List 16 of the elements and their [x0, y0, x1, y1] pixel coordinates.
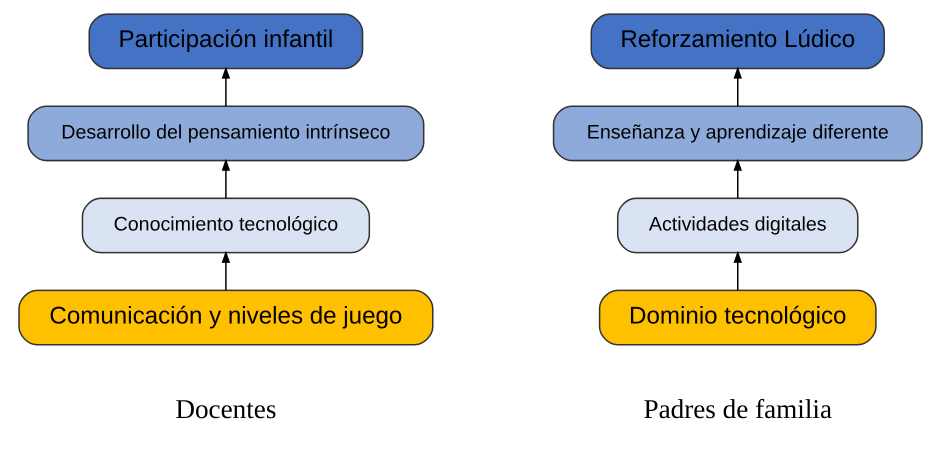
node-box: Participación infantil	[88, 13, 364, 70]
arrow	[222, 250, 230, 290]
node-box: Dominio tecnológico	[598, 290, 877, 346]
arrow	[734, 158, 742, 198]
arrow	[734, 66, 742, 106]
arrow	[222, 66, 230, 106]
node-box: Actividades digitales	[616, 198, 859, 254]
arrow	[222, 158, 230, 198]
node-box: Conocimiento tecnológico	[82, 198, 370, 254]
arrow	[734, 250, 742, 290]
node-box: Reforzamiento Lúdico	[590, 13, 885, 70]
label: Docentes	[175, 394, 276, 424]
node-box: Enseñanza y aprendizaje diferente	[552, 105, 923, 162]
label: Padres de familia	[643, 394, 832, 424]
node-box: Comunicación y niveles de juego	[18, 290, 434, 346]
node-box: Desarrollo del pensamiento intrínseco	[27, 105, 424, 162]
